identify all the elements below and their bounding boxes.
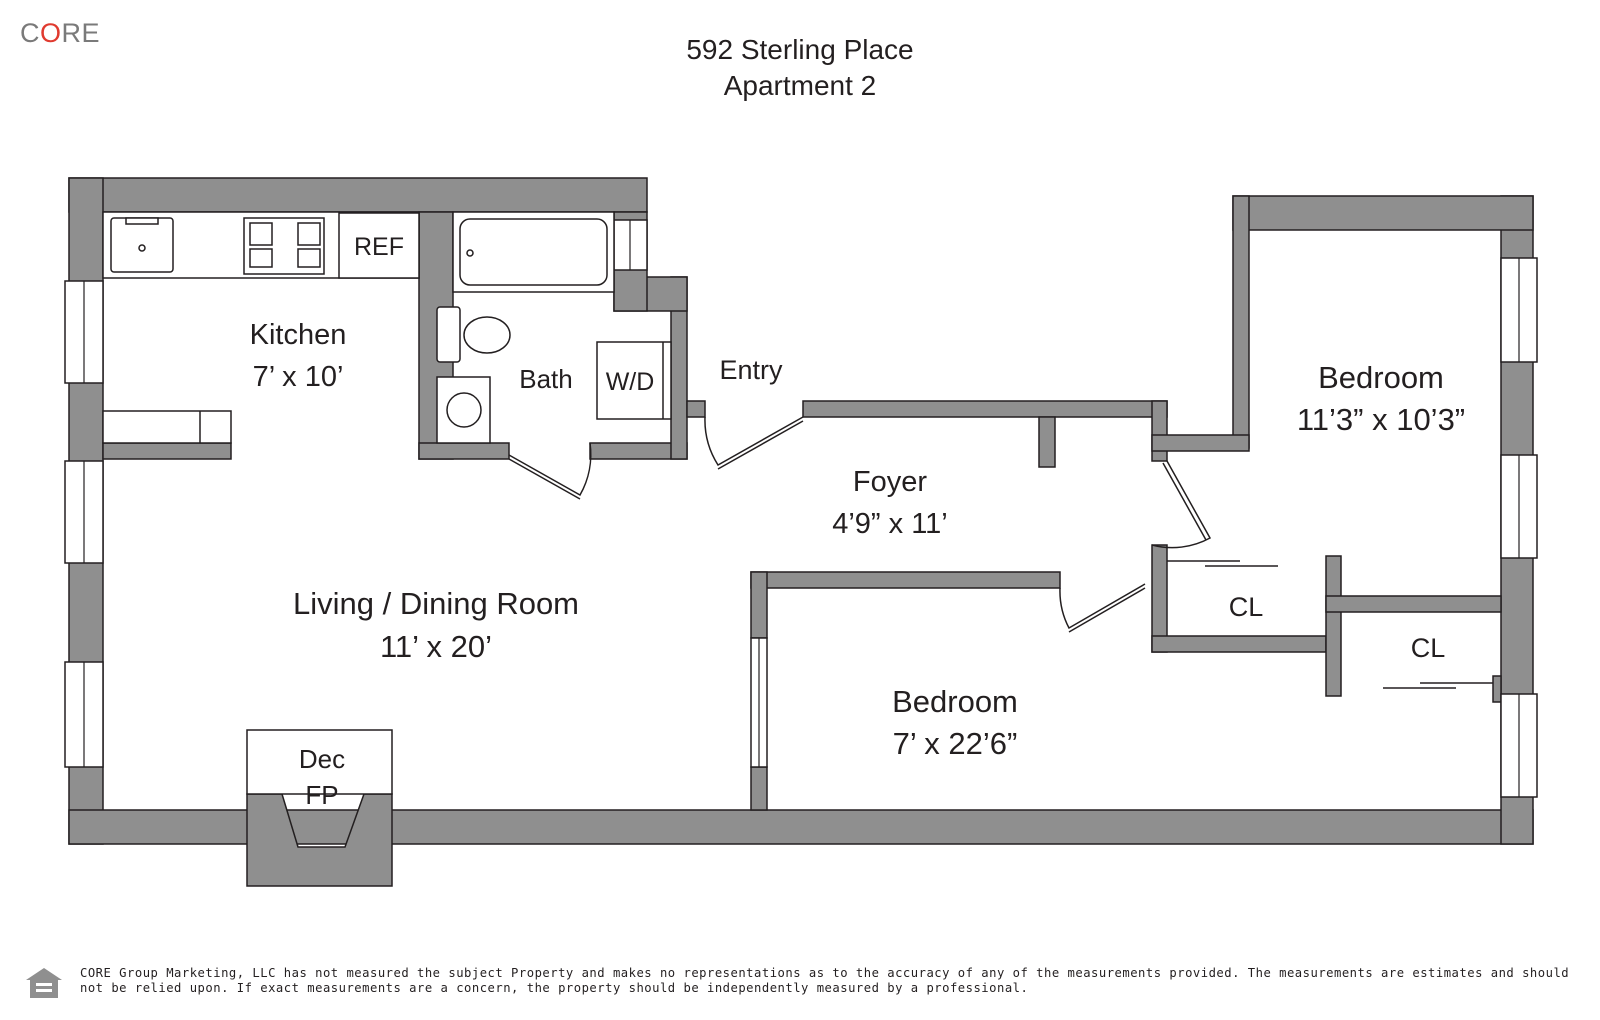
fireplace-hearth	[246, 729, 393, 795]
bedroom-large-size: 11’3” x 10’3”	[1297, 402, 1465, 437]
wall-foyer-right-top	[1151, 400, 1168, 462]
foyer-size: 4’9” x 11’	[832, 508, 948, 540]
stove-burner-3	[249, 248, 273, 268]
wall-closet-1-right	[1325, 555, 1342, 697]
floor-plan: REF Kitchen 7’ x 10’ Bath W/D Entry Foye…	[64, 177, 1538, 887]
bedroom-large-name: Bedroom	[1318, 360, 1444, 395]
fireplace-label-2: FP	[305, 780, 338, 810]
bedroom-small-size: 7’ x 22’6”	[893, 726, 1018, 761]
wall-top-right	[1232, 195, 1534, 231]
door-bedroom-large	[1151, 460, 1212, 549]
refrigerator-label: REF	[354, 233, 404, 261]
equal-housing-opportunity-icon	[26, 968, 62, 998]
wall-foyer-top	[802, 400, 1168, 418]
wall-closet-2-right	[1492, 675, 1502, 703]
wall-closet-2-top	[1325, 595, 1502, 613]
living-name: Living / Dining Room	[293, 586, 579, 621]
closet-1-label: CL	[1229, 592, 1264, 622]
stove-burner-1	[249, 222, 273, 246]
fireplace-label-1: Dec	[299, 744, 345, 774]
wall-bedroom-small-left-bottom	[750, 766, 768, 811]
doors	[508, 416, 1493, 689]
wall-closet-1-bottom	[1151, 635, 1327, 653]
living-size: 11’ x 20’	[380, 629, 492, 664]
washer-dryer-label: W/D	[606, 368, 655, 396]
bath-fixtures	[436, 211, 672, 444]
wall-top-left	[68, 177, 648, 213]
wall-foyer-stub	[1038, 416, 1056, 468]
bath-name: Bath	[519, 364, 573, 394]
kitchen-island	[102, 410, 232, 444]
toilet-tank	[436, 306, 461, 363]
kitchen-name: Kitchen	[250, 319, 347, 351]
wall-kitchen-counter	[102, 442, 232, 460]
bathtub-basin	[459, 218, 608, 286]
toilet-bowl	[463, 316, 511, 354]
wall-bedroom-link	[1151, 434, 1250, 452]
wall-bedroom-small-top	[750, 571, 1061, 589]
core-logo: CORE	[20, 18, 101, 48]
closet-2-label: CL	[1411, 633, 1446, 663]
property-address: 592 Sterling Place	[686, 34, 914, 65]
wall-bath-bottom-left	[418, 442, 510, 460]
bedroom-small-name: Bedroom	[892, 684, 1018, 719]
washer-dryer	[596, 341, 672, 420]
apartment-number: Apartment 2	[723, 70, 877, 101]
entry-name: Entry	[719, 355, 783, 385]
wall-bedroom-small-left-top	[750, 571, 768, 639]
window-mullions	[83, 220, 1520, 797]
kitchen-size: 7’ x 10’	[253, 361, 344, 393]
wall-entry-left	[686, 400, 706, 418]
windows	[64, 219, 1538, 798]
foyer-name: Foyer	[853, 466, 927, 498]
kitchen-sink-faucet	[125, 217, 159, 225]
wall-bedroom-left	[1232, 195, 1250, 449]
stove-burner-4	[297, 248, 321, 268]
kitchen-fixtures	[102, 211, 420, 444]
stove-burner-2	[297, 222, 321, 246]
disclaimer: CORE Group Marketing, LLC has not measur…	[80, 966, 1570, 995]
door-entry	[704, 416, 804, 467]
door-bedroom-small	[1059, 583, 1146, 630]
door-bath	[508, 442, 592, 497]
refrigerator	[338, 212, 420, 279]
